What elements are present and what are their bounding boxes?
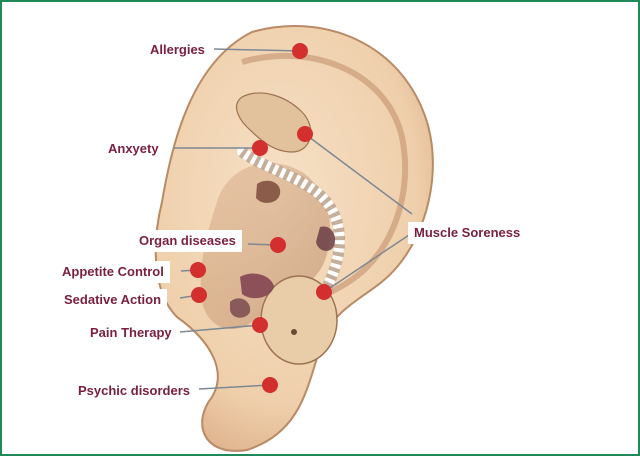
label-organ-diseases: Organ diseases	[133, 230, 242, 252]
label-muscle-soreness: Muscle Soreness	[408, 222, 526, 244]
label-psychic-disorders: Psychic disorders	[72, 380, 196, 402]
label-appetite-control: Appetite Control	[56, 261, 170, 283]
point-organ-diseases	[270, 237, 286, 253]
point-psychic-disorders	[262, 377, 278, 393]
label-sedative-action: Sedative Action	[58, 289, 167, 311]
point-anxiety	[252, 140, 268, 156]
point-sedative-action	[191, 287, 207, 303]
label-pain-therapy: Pain Therapy	[84, 322, 178, 344]
point-muscle-soreness-upper	[297, 126, 313, 142]
point-muscle-soreness-lower	[316, 284, 332, 300]
point-allergies	[292, 43, 308, 59]
point-appetite-control	[190, 262, 206, 278]
fetus-eye	[291, 329, 297, 335]
point-pain-therapy	[252, 317, 268, 333]
label-allergies: Allergies	[144, 39, 211, 61]
label-anxiety: Anxyety	[102, 138, 165, 160]
organ-shape-1	[256, 181, 280, 203]
